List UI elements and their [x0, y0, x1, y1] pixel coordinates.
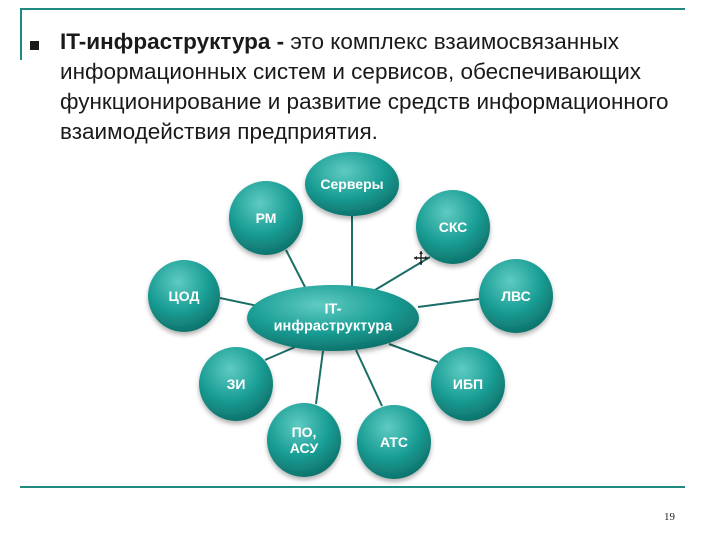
term-heading: IT-инфраструктура - — [60, 29, 285, 54]
node-shape — [305, 152, 399, 216]
node-servers: Серверы — [305, 152, 399, 216]
intro-paragraph: IT-инфраструктура - это комплекс взаимос… — [60, 27, 685, 147]
node-shape — [357, 405, 431, 479]
node-label: ЛВС — [501, 288, 531, 304]
connector-cod — [219, 297, 259, 307]
node-label: СКС — [439, 219, 468, 235]
bottom-border-line — [20, 486, 685, 488]
node-ats: АТС — [357, 405, 431, 479]
node-shape — [229, 181, 303, 255]
node-sks: СКС — [416, 190, 490, 264]
term-definition: это комплекс взаимосвязанных информацион… — [60, 29, 669, 144]
move-cursor-icon — [414, 251, 428, 265]
connector-ibp — [388, 343, 439, 363]
connector-zi — [264, 346, 296, 361]
node-po-asu: ПО,АСУ — [267, 403, 341, 477]
node-label: ПО, — [292, 424, 317, 440]
node-label: ЗИ — [227, 376, 246, 392]
node-shape — [199, 347, 273, 421]
connector-lvs — [417, 298, 480, 308]
node-label: ЦОД — [169, 288, 200, 304]
node-shape — [416, 190, 490, 264]
node-zi: ЗИ — [199, 347, 273, 421]
node-lvs: ЛВС — [479, 259, 553, 333]
node-label: Серверы — [320, 176, 383, 192]
connector-lines — [219, 216, 480, 407]
center-node: IT-инфраструктура — [247, 285, 419, 351]
bullet-marker — [30, 41, 39, 50]
node-label: ИБП — [453, 376, 483, 392]
connector-rm — [285, 249, 306, 288]
node-shape — [479, 259, 553, 333]
node-rm: РМ — [229, 181, 303, 255]
node-label: инфраструктура — [274, 319, 394, 335]
node-label: IT- — [325, 302, 342, 318]
node-shape — [247, 285, 419, 351]
connector-po-asu — [315, 350, 324, 405]
node-cod: ЦОД — [148, 260, 220, 332]
node-label: АСУ — [290, 440, 319, 456]
node-shape — [431, 347, 505, 421]
node-label: РМ — [256, 210, 277, 226]
connector-ats — [355, 349, 383, 407]
node-ibp: ИБП — [431, 347, 505, 421]
top-border-line — [20, 8, 685, 10]
page-number: 19 — [664, 511, 675, 523]
node-shape — [148, 260, 220, 332]
node-shape — [267, 403, 341, 477]
node-label: АТС — [380, 434, 408, 450]
left-border-line — [20, 8, 22, 60]
